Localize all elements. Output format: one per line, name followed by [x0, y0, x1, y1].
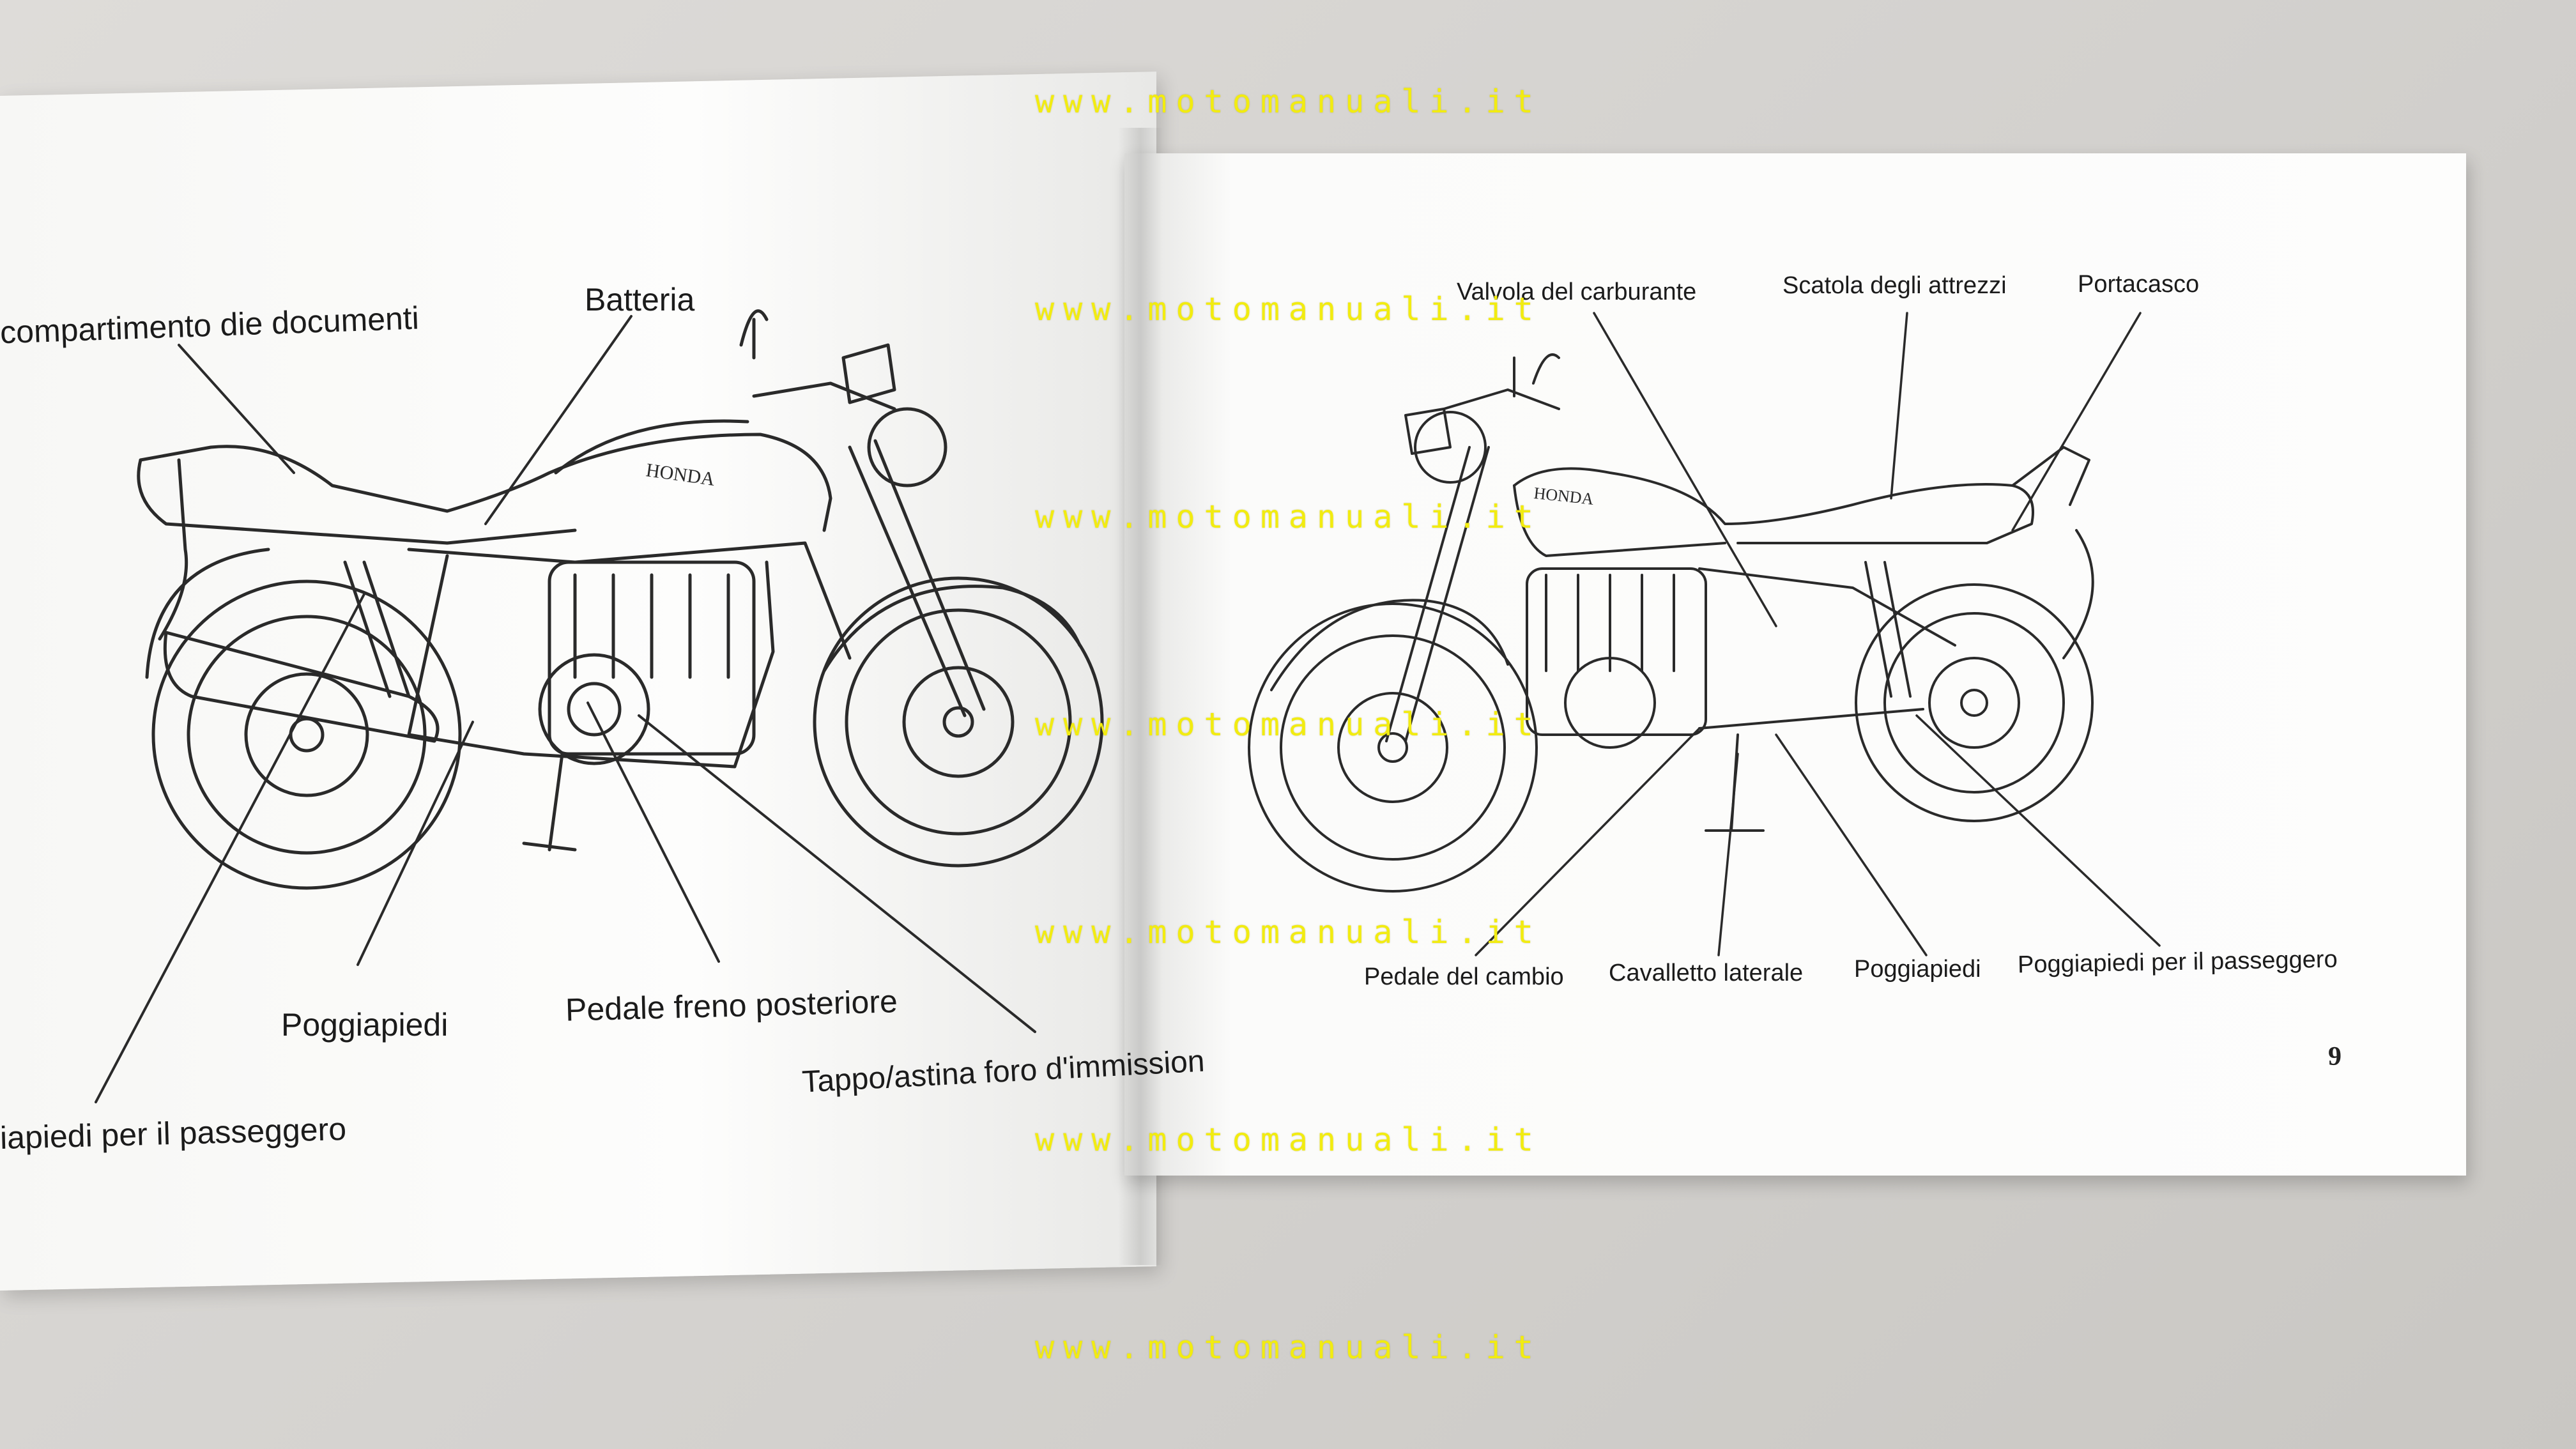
watermark: www.motomanuali.it — [1035, 83, 1542, 120]
watermark: www.motomanuali.it — [1035, 1329, 1542, 1366]
label-helmet-holder: Portacasco — [2078, 271, 2200, 298]
label-side-stand: Cavalletto laterale — [1609, 960, 1804, 986]
label-passenger-footpeg-right: Poggiapiedi per il passeggero — [2017, 946, 2338, 979]
label-gear-pedal: Pedale del cambio — [1364, 963, 1564, 990]
watermark: www.motomanuali.it — [1035, 706, 1542, 743]
watermark: www.motomanuali.it — [1035, 1121, 1542, 1158]
book-gutter — [1118, 128, 1163, 1265]
label-footpeg-right: Poggiapiedi — [1854, 956, 1981, 983]
left-tank-brand: HONDA — [645, 459, 716, 490]
watermark: www.motomanuali.it — [1035, 498, 1542, 535]
watermark: www.motomanuali.it — [1035, 291, 1542, 328]
right-page — [1124, 153, 2466, 1176]
label-tool-box: Scatola degli attrezzi — [1782, 272, 2007, 299]
label-footpeg-left: Poggiapiedi — [281, 1007, 448, 1043]
page-number: 9 — [2328, 1042, 2342, 1071]
left-motorcycle-drawing — [137, 309, 1104, 890]
right-motorcycle-drawing — [1248, 353, 2094, 893]
watermark: www.motomanuali.it — [1035, 914, 1542, 951]
label-battery: Batteria — [585, 282, 695, 318]
label-fuel-valve: Valvola del carburante — [1457, 279, 1697, 305]
